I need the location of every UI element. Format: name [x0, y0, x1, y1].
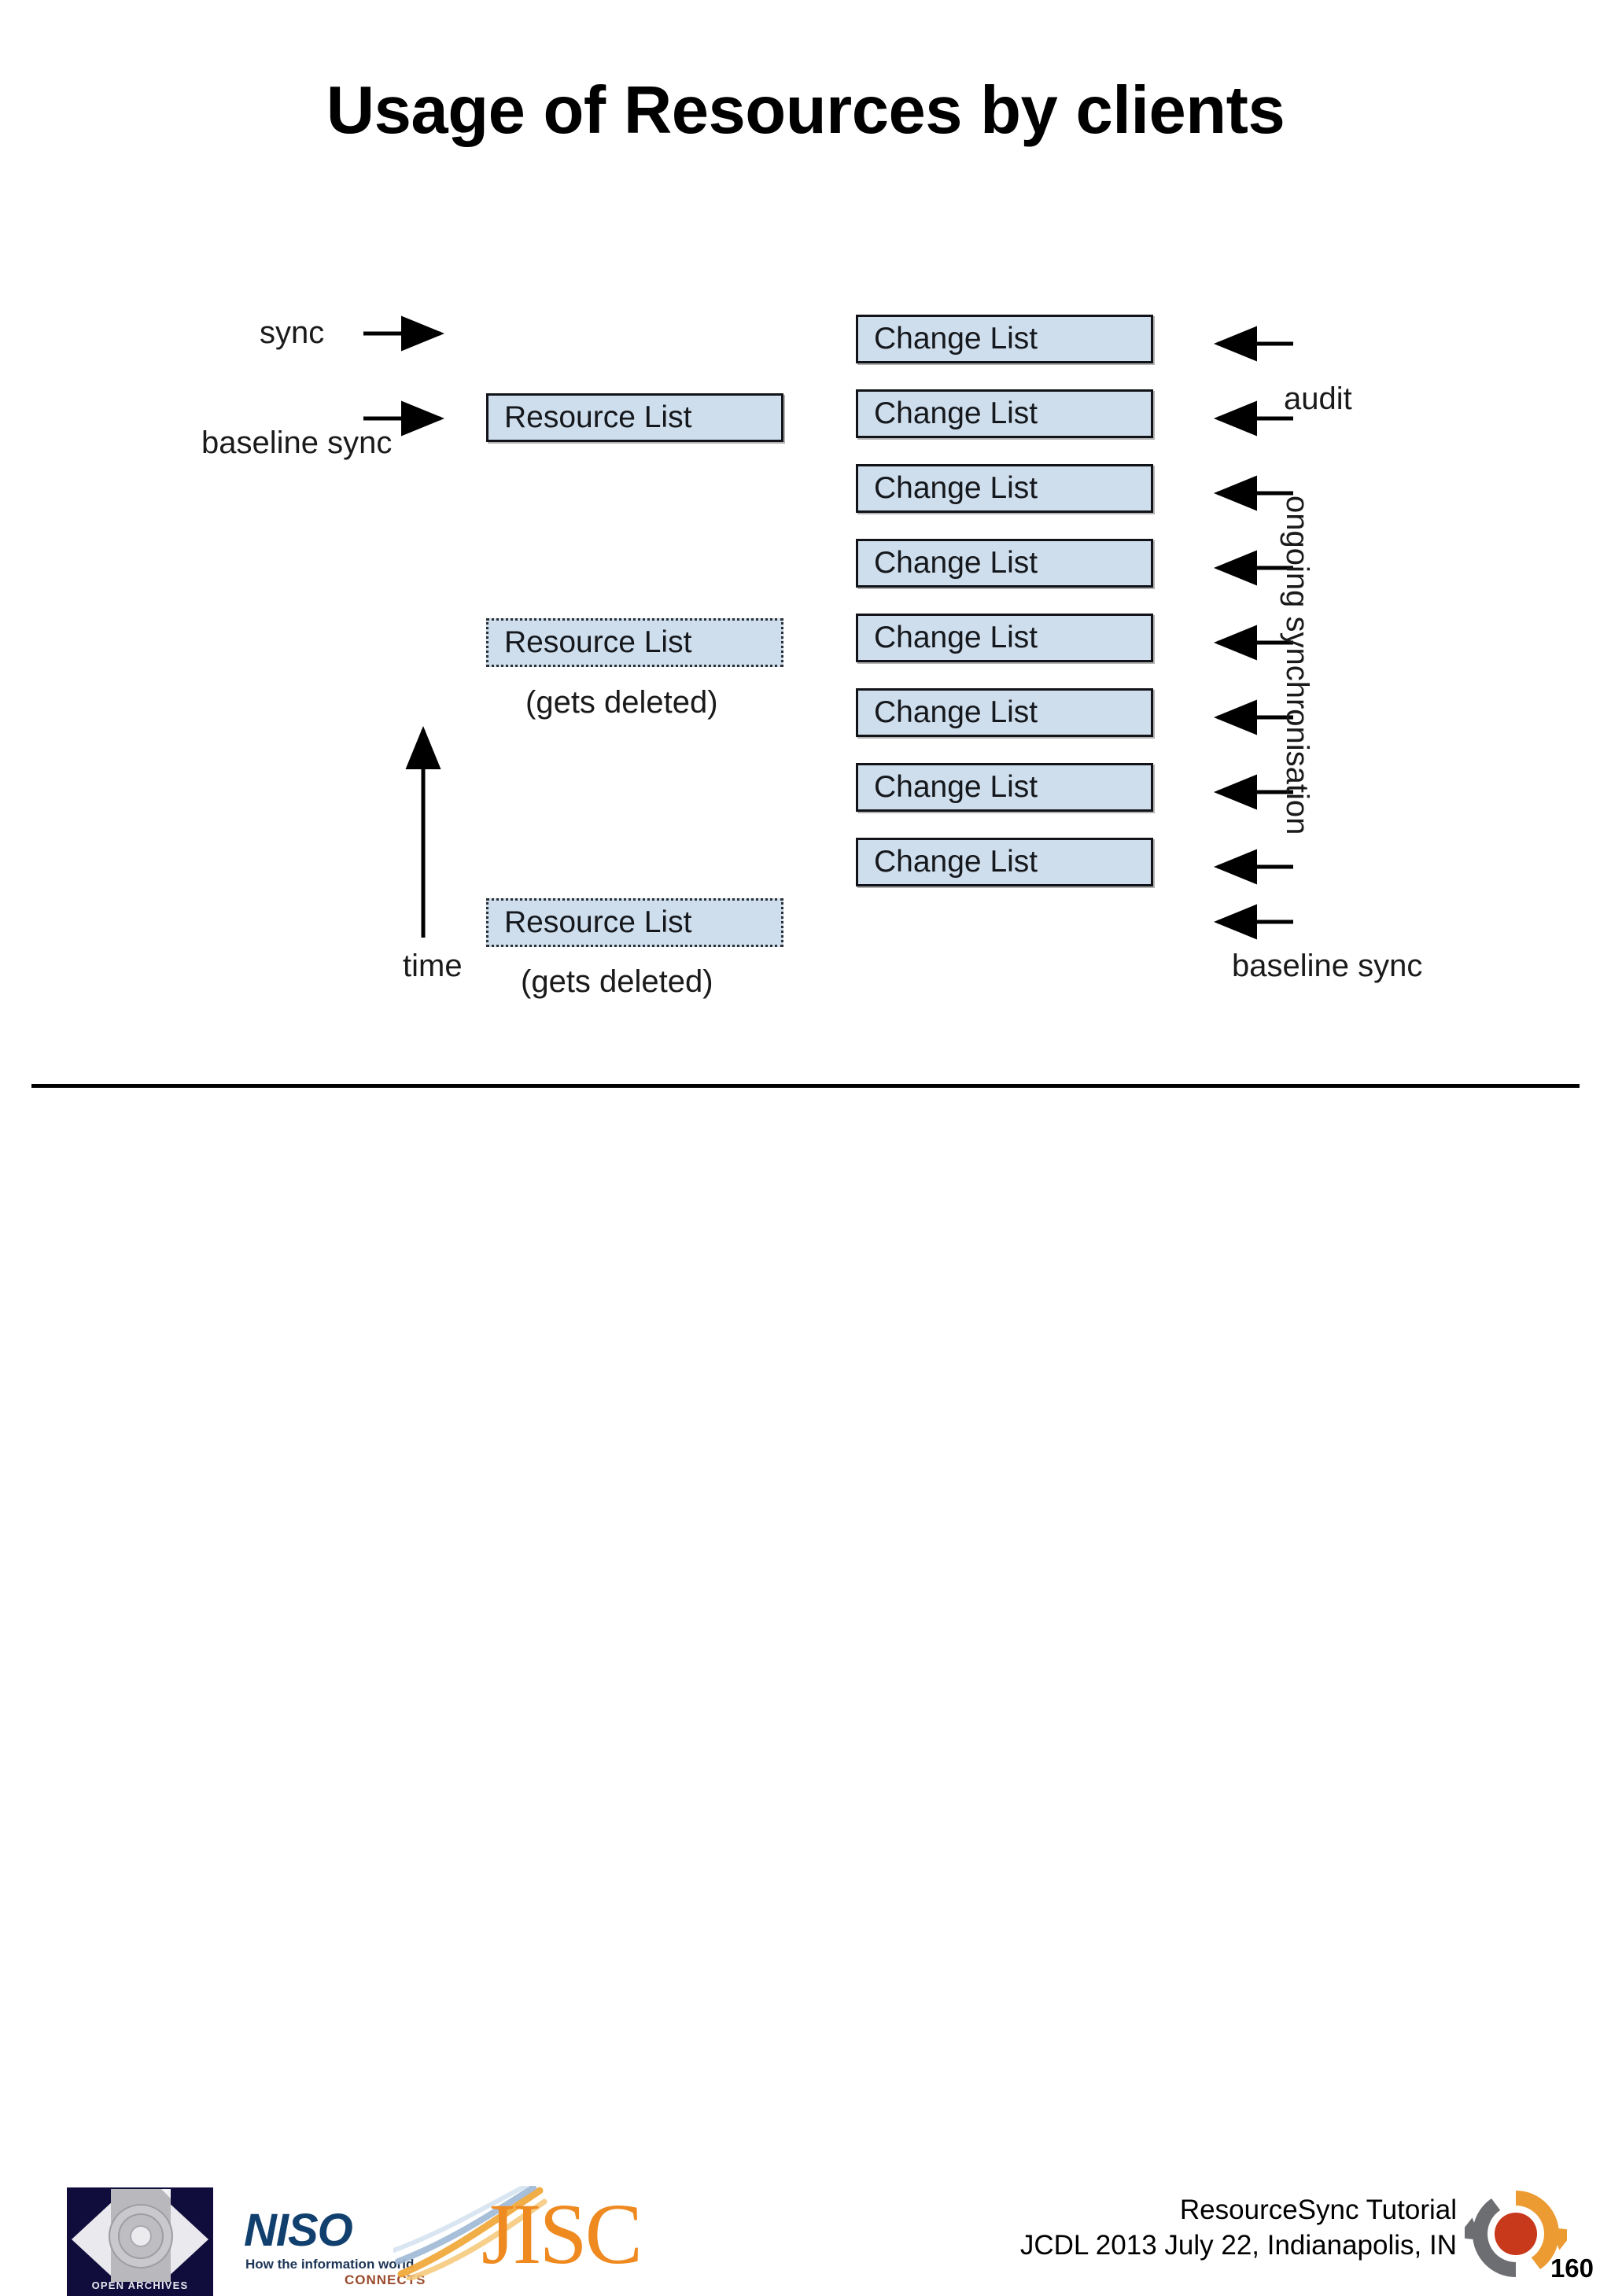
footer-line-1: ResourceSync Tutorial: [1179, 2195, 1457, 2225]
footer-text-block: ResourceSync Tutorial JCDL 2013 July 22,…: [1020, 2192, 1457, 2263]
label-sync: sync: [260, 315, 325, 350]
slide-footer: OPEN ARCHIVES NISO How the information w…: [0, 1088, 1611, 2296]
change-list-box-3[interactable]: Change List: [856, 464, 1153, 513]
change-list-label: Change List: [874, 546, 1038, 580]
label-time-axis: time: [403, 949, 463, 983]
label-ongoing-synchronisation: ongoing synchronisation: [1280, 496, 1314, 835]
resource-list-box-1[interactable]: Resource List: [486, 393, 783, 442]
niso-tagline-line1: How the information world: [245, 2257, 415, 2272]
resource-list-box-2[interactable]: Resource List: [486, 618, 783, 667]
change-list-box-5[interactable]: Change List: [856, 614, 1153, 662]
change-list-label: Change List: [874, 845, 1038, 879]
open-archives-wordmark: OPEN ARCHIVES: [91, 2279, 189, 2291]
diagram-arrows-layer: [363, 315, 1293, 940]
change-list-box-6[interactable]: Change List: [856, 688, 1153, 737]
usage-of-resources-diagram: sync baseline sync time Resource List Re…: [0, 0, 1611, 1078]
change-list-label: Change List: [874, 621, 1038, 654]
change-list-box-8[interactable]: Change List: [856, 838, 1153, 886]
open-archives-logo: OPEN ARCHIVES: [67, 2187, 213, 2296]
change-list-label: Change List: [874, 695, 1038, 729]
change-list-label: Change List: [874, 471, 1038, 505]
change-list-label: Change List: [874, 322, 1038, 356]
resource-list-box-3[interactable]: Resource List: [486, 898, 783, 947]
resource-list-label: Resource List: [504, 625, 692, 659]
jisc-wordmark: JISC: [481, 2186, 643, 2282]
label-baseline-sync-right: baseline sync: [1232, 949, 1423, 983]
page-title: Usage of Resources by clients: [326, 73, 1285, 148]
resource-list-3-note: (gets deleted): [521, 964, 713, 999]
change-list-box-1[interactable]: Change List: [856, 315, 1153, 363]
footer-line-2: JCDL 2013 July 22, Indianapolis, IN: [1019, 2230, 1457, 2261]
change-list-box-2[interactable]: Change List: [856, 389, 1153, 438]
change-list-box-4[interactable]: Change List: [856, 539, 1153, 588]
niso-wordmark: NISO: [244, 2205, 353, 2256]
resource-list-2-note: (gets deleted): [525, 685, 718, 720]
resource-list-label: Resource List: [504, 400, 692, 434]
page-number: 160: [1550, 2254, 1594, 2283]
footer-divider: [31, 1084, 1580, 1088]
label-audit: audit: [1284, 381, 1352, 416]
label-baseline-sync: baseline sync: [201, 426, 393, 460]
change-list-box-7[interactable]: Change List: [856, 763, 1153, 812]
resource-list-label: Resource List: [504, 905, 692, 939]
change-list-label: Change List: [874, 396, 1038, 430]
change-list-label: Change List: [874, 770, 1038, 804]
jisc-logo: JISC: [481, 2186, 643, 2288]
